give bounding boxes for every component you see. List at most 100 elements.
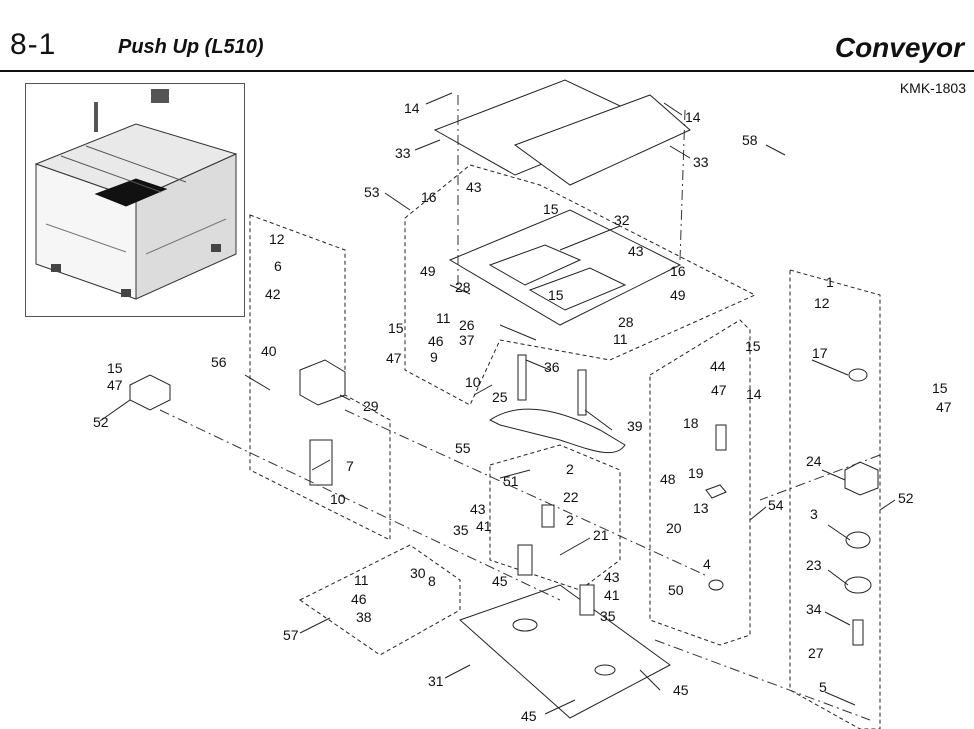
page-title: Push Up (L510) — [118, 36, 264, 58]
callout-label: 51 — [503, 473, 519, 489]
callout-label: 36 — [544, 359, 560, 375]
callout-label: 24 — [806, 453, 822, 469]
callout-label: 48 — [660, 471, 676, 487]
callout-label: 11 — [354, 572, 369, 588]
group-53-outline — [404, 164, 757, 406]
callout-label: 35 — [600, 608, 616, 624]
callout-label: 46 — [428, 333, 444, 349]
callout-label: 15 — [388, 320, 404, 336]
callout-label: 34 — [806, 601, 822, 617]
callout-label: 17 — [812, 345, 828, 361]
callout-labels: 14 14 33 33 58 53 43 16 15 32 43 16 49 2… — [93, 100, 952, 724]
callout-label: 23 — [806, 557, 822, 573]
callout-label: 49 — [420, 263, 436, 279]
group-56-outline — [249, 214, 391, 541]
callout-label: 44 — [710, 358, 726, 374]
callout-label: 11 — [613, 331, 628, 347]
group-55-outline — [489, 444, 621, 591]
callout-label: 16 — [421, 189, 437, 205]
callout-label: 31 — [428, 673, 444, 689]
belt-39 — [489, 408, 626, 454]
group-52-outline — [789, 269, 881, 729]
machine-overview-illustration — [34, 89, 238, 300]
callout-label: 12 — [269, 231, 285, 247]
callout-label: 9 — [430, 349, 438, 365]
callout-label: 43 — [604, 569, 620, 585]
document-code: KMK-1803 — [899, 80, 966, 96]
callout-label: 27 — [808, 645, 824, 661]
callout-label: 15 — [548, 287, 564, 303]
callout-label: 47 — [386, 350, 402, 366]
callout-label: 1 — [826, 274, 834, 290]
callout-label: 10 — [465, 374, 481, 390]
callout-label: 43 — [628, 243, 644, 259]
base-plate-31 — [459, 584, 671, 719]
callout-label: 45 — [673, 682, 689, 698]
section-title: Conveyor — [834, 32, 964, 63]
top-plate-right — [513, 94, 691, 186]
callout-label: 21 — [593, 527, 609, 543]
callout-label: 55 — [455, 440, 471, 456]
callout-label: 4 — [703, 556, 711, 572]
callout-label: 11 — [436, 310, 451, 326]
callout-label: 8 — [428, 573, 436, 589]
header-rule — [0, 70, 974, 72]
callout-label: 15 — [932, 380, 948, 396]
callout-label: 18 — [683, 415, 699, 431]
callout-label: 14 — [746, 386, 762, 402]
callout-label: 30 — [410, 565, 426, 581]
callout-label: 5 — [819, 679, 827, 695]
callout-label: 12 — [814, 295, 830, 311]
callout-label: 20 — [666, 520, 682, 536]
callout-label: 37 — [459, 332, 475, 348]
callout-label: 46 — [351, 591, 367, 607]
callout-label: 26 — [459, 317, 475, 333]
callout-label: 45 — [492, 573, 508, 589]
callout-label: 29 — [363, 398, 379, 414]
callout-label: 28 — [618, 314, 634, 330]
callout-label: 45 — [521, 708, 537, 724]
callout-label: 33 — [395, 145, 411, 161]
callout-label: 6 — [274, 258, 282, 274]
callout-label: 15 — [745, 338, 761, 354]
callout-label: 2 — [566, 512, 574, 528]
callout-label: 53 — [364, 184, 380, 200]
callout-label: 54 — [768, 497, 784, 513]
callout-label: 47 — [107, 377, 123, 393]
callout-label: 35 — [453, 522, 469, 538]
callout-label: 38 — [356, 609, 372, 625]
callout-label: 41 — [476, 518, 492, 534]
block-40 — [299, 359, 346, 406]
group-54-outline — [649, 319, 751, 646]
callout-label: 47 — [711, 382, 727, 398]
plate-32 — [448, 209, 682, 326]
callout-label: 14 — [685, 109, 701, 125]
group-57-outline — [299, 544, 461, 656]
callout-label: 39 — [627, 418, 643, 434]
callout-label: 49 — [670, 287, 686, 303]
callout-label: 3 — [810, 506, 818, 522]
callout-label: 41 — [604, 587, 620, 603]
callout-label: 15 — [543, 201, 559, 217]
callout-label: 22 — [563, 489, 579, 505]
callout-label: 57 — [283, 627, 299, 643]
motor-7 — [309, 439, 333, 486]
callout-label: 52 — [93, 414, 109, 430]
callout-label: 25 — [492, 389, 508, 405]
callout-label: 14 — [404, 100, 420, 116]
callout-label: 33 — [693, 154, 709, 170]
machine-overview-image — [25, 83, 245, 317]
callout-label: 10 — [330, 491, 346, 507]
callout-label: 2 — [566, 461, 574, 477]
callout-label: 52 — [898, 490, 914, 506]
callout-label: 47 — [936, 399, 952, 415]
callout-label: 56 — [211, 354, 227, 370]
callout-label: 58 — [742, 132, 758, 148]
callout-label: 42 — [265, 286, 281, 302]
callout-label: 28 — [455, 279, 471, 295]
callout-label: 16 — [670, 263, 686, 279]
part-24 — [844, 461, 879, 496]
callout-label: 40 — [261, 343, 277, 359]
callout-label: 13 — [693, 500, 709, 516]
